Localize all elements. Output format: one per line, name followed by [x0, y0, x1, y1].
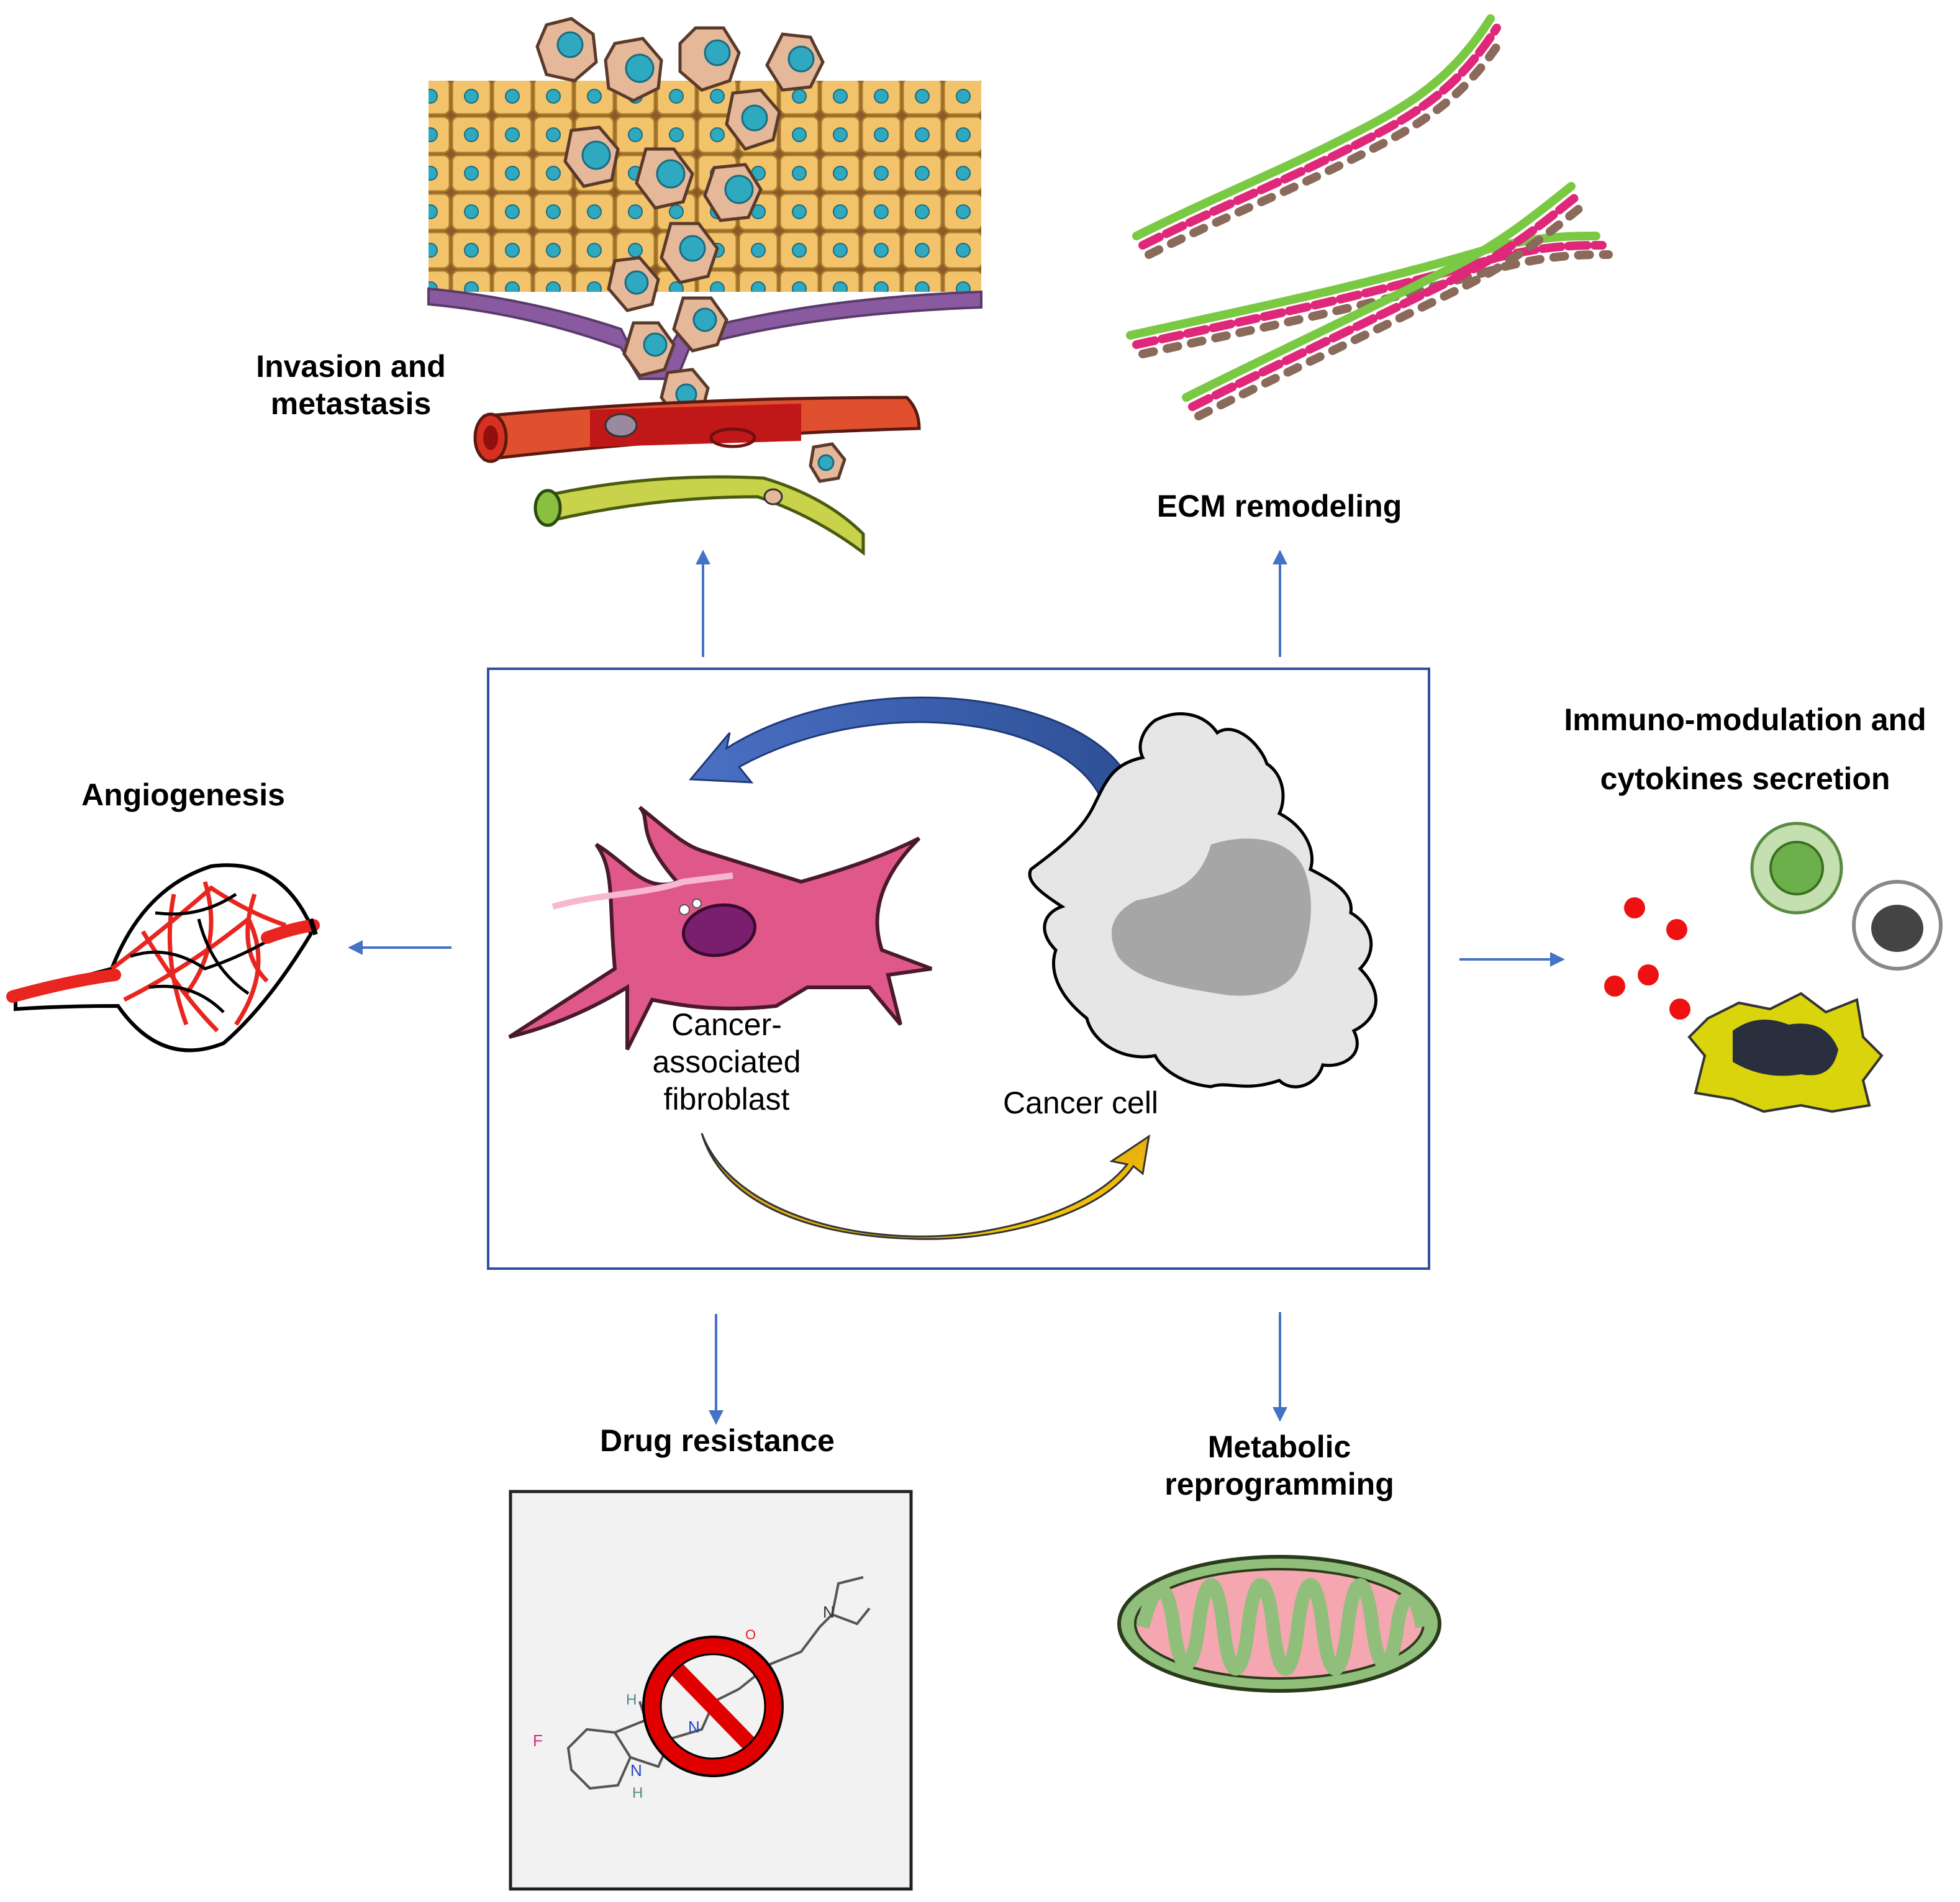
top-curved-arrow	[688, 696, 1138, 802]
label-invasion-line2: metastasis	[270, 386, 432, 421]
bottom-curved-arrow	[701, 1133, 1151, 1240]
label-caf-line1: Cancer-	[671, 1007, 782, 1042]
label-metabolic: Metabolic reprogramming	[1112, 1428, 1447, 1503]
drug-molecule-icon: F N N N H H O	[509, 1490, 913, 1891]
cancer-cell-icon	[1028, 712, 1377, 1089]
label-immuno: Immuno-modulation and cytokines secretio…	[1534, 691, 1956, 808]
atom-n-amide: N	[688, 1718, 700, 1736]
label-drug-resistance: Drug resistance	[600, 1423, 835, 1458]
invasion-illustration	[427, 17, 982, 556]
no-sign-icon	[642, 1636, 784, 1777]
label-angiogenesis: Angiogenesis	[81, 777, 285, 812]
outcome-arrows	[348, 550, 1565, 1425]
label-invasion: Invasion and metastasis	[239, 348, 463, 422]
atom-h-alkene: H	[626, 1691, 637, 1708]
label-cancer-cell: Cancer cell	[1002, 1085, 1159, 1120]
mitochondrion-icon	[1117, 1555, 1441, 1693]
label-metabolic-line1: Metabolic	[1207, 1429, 1351, 1464]
atom-f: F	[533, 1731, 543, 1750]
label-caf-line2: associated	[652, 1044, 801, 1079]
angiogenesis-vessel-icon	[6, 863, 320, 1053]
immune-cells-icon	[1604, 822, 1943, 1113]
atom-h-indole: H	[632, 1785, 643, 1801]
cytokine-dots	[1604, 897, 1690, 1020]
central-box	[487, 668, 1430, 1270]
label-immuno-line2: cytokines secretion	[1600, 761, 1890, 796]
atom-o: O	[745, 1627, 756, 1642]
atom-n-amine: N	[823, 1603, 835, 1621]
label-ecm: ECM remodeling	[1156, 489, 1402, 523]
label-invasion-line1: Invasion and	[256, 349, 446, 384]
label-metabolic-line2: reprogramming	[1164, 1467, 1394, 1501]
atom-n-indole: N	[630, 1761, 642, 1780]
label-immuno-line1: Immuno-modulation and	[1564, 702, 1926, 737]
ecm-collagen-icon	[1126, 14, 1613, 420]
label-caf-line3: fibroblast	[663, 1082, 790, 1116]
caf-cell-icon	[508, 805, 933, 1051]
label-caf: Cancer- associated fibroblast	[621, 1006, 832, 1118]
